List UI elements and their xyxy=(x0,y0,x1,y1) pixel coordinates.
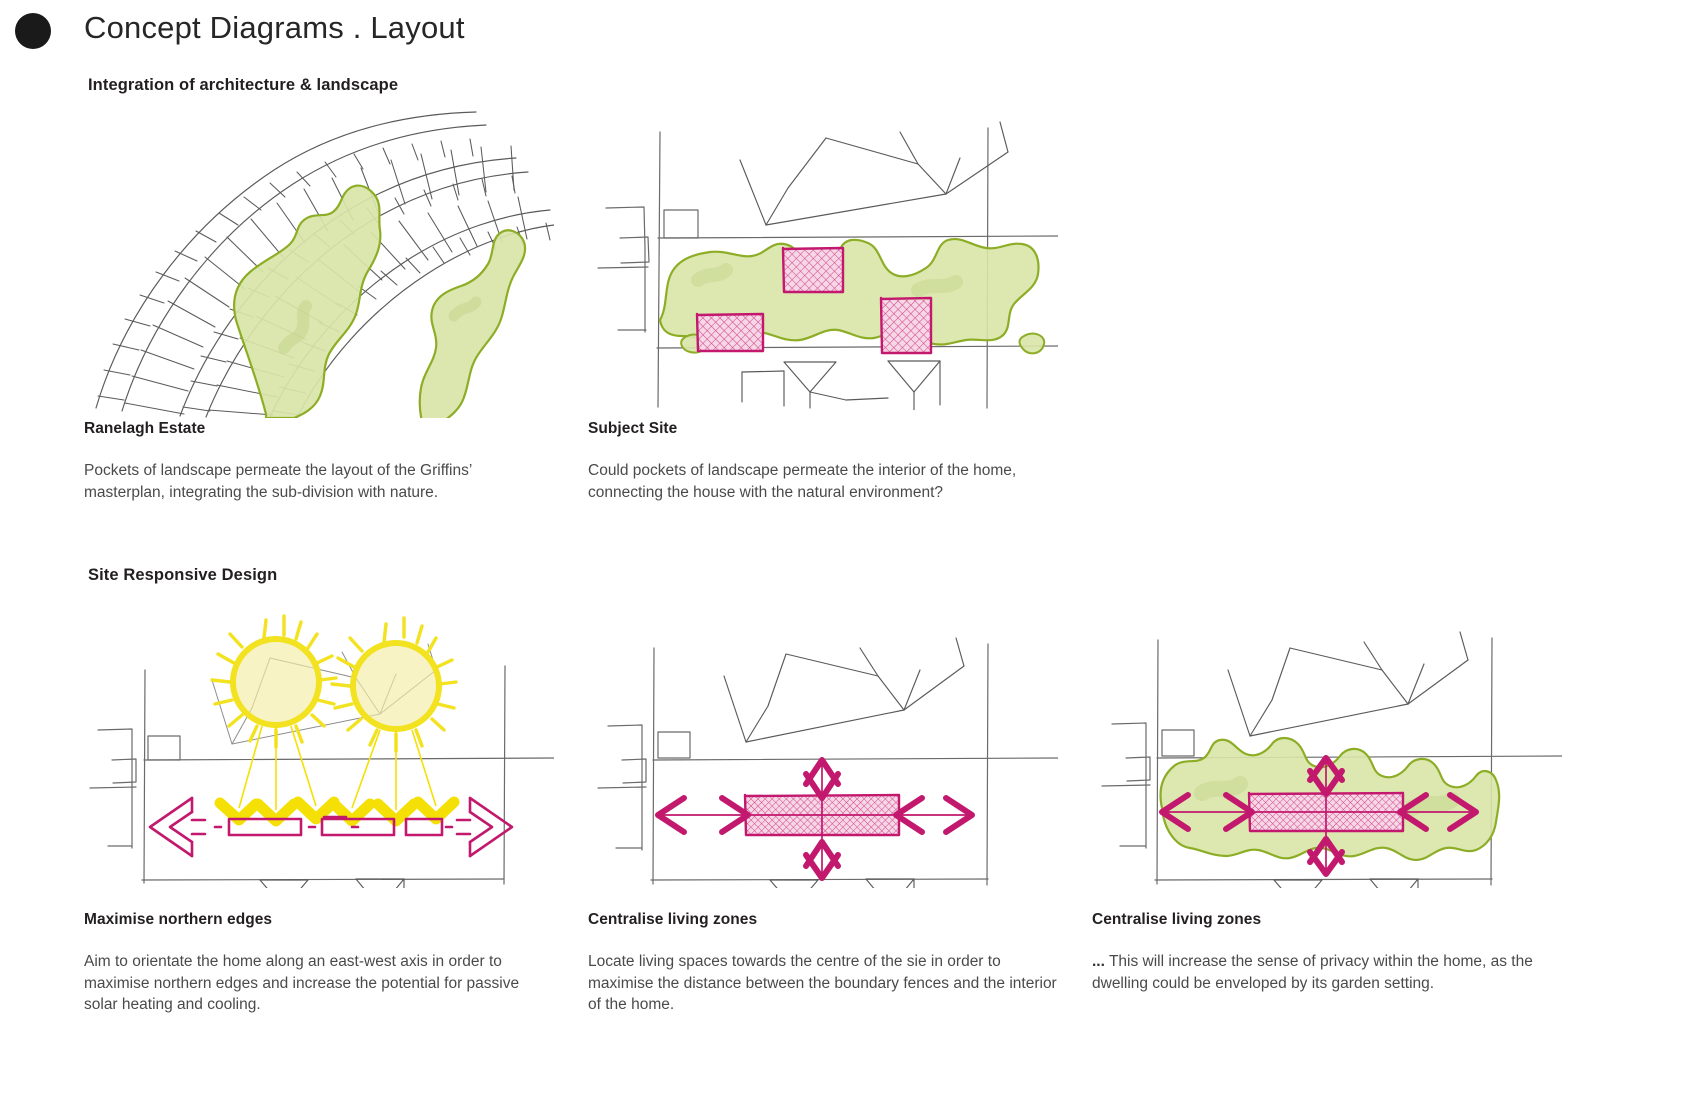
sun-icon-right xyxy=(330,616,458,753)
solar-arrows xyxy=(214,725,460,827)
landscape-pocket-large xyxy=(233,184,382,418)
section-heading-integration: Integration of architecture & landscape xyxy=(88,76,399,94)
caption-body-wrap: ... This will increase the sense of priv… xyxy=(1092,951,1562,994)
neighbour-roof-bottom xyxy=(741,360,941,410)
caption-ranelagh-estate: Ranelagh Estate Pockets of landscape per… xyxy=(84,420,554,503)
section-heading-site-responsive: Site Responsive Design xyxy=(88,566,278,584)
neighbour-roof-top xyxy=(1227,631,1469,737)
caption-title: Ranelagh Estate xyxy=(84,420,206,437)
caption-title: Centralise living zones xyxy=(1092,911,1262,928)
figure-maximise-northern-edges xyxy=(84,608,554,888)
landscape-pocket-small xyxy=(418,229,527,418)
caption-garden-setting: Centralise living zones ... This will in… xyxy=(1092,911,1562,994)
neighbour-roof-top xyxy=(723,637,965,743)
caption-title: Subject Site xyxy=(588,420,678,437)
neighbour-roof-bottom xyxy=(1273,878,1419,888)
caption-subject-site: Subject Site Could pockets of landscape … xyxy=(588,420,1058,503)
figure-ranelagh-estate xyxy=(84,108,554,418)
site-boundary-sketch xyxy=(89,665,554,885)
caption-body: Aim to orientate the home along an east-… xyxy=(84,953,520,1013)
figure-subject-site xyxy=(588,110,1058,410)
caption-body: Pockets of landscape permeate the layout… xyxy=(84,462,472,501)
sun-icon-left xyxy=(210,614,338,749)
caption-body: This will increase the sense of privacy … xyxy=(1092,953,1533,992)
neighbour-roof-top xyxy=(739,121,1009,226)
caption-title: Centralise living zones xyxy=(588,911,758,928)
page-header: Concept Diagrams . Layout xyxy=(0,0,1700,62)
caption-maximise-northern-edges: Maximise northern edges Aim to orientate… xyxy=(84,911,554,1016)
east-west-axis-arrow xyxy=(148,796,514,858)
figure-garden-setting xyxy=(1092,608,1562,888)
caption-body: Locate living spaces towards the centre … xyxy=(588,953,1057,1013)
setback-arrows xyxy=(655,757,975,881)
caption-body: Could pockets of landscape permeate the … xyxy=(588,462,1017,501)
caption-body-lead: ... xyxy=(1092,953,1105,970)
building-footprint-2 xyxy=(695,312,765,353)
building-footprint-3 xyxy=(879,296,933,355)
building-footprint-1 xyxy=(781,246,845,294)
setback-arrows xyxy=(1159,755,1479,877)
page-title: Concept Diagrams . Layout xyxy=(84,10,465,45)
site-boundary-sketch xyxy=(597,643,1058,886)
caption-title: Maximise northern edges xyxy=(84,911,273,928)
figure-centralise-living-zones xyxy=(588,608,1058,888)
neighbour-roof-bottom xyxy=(769,878,915,888)
site-boundary-sketch xyxy=(597,127,1058,409)
caption-centralise-living-zones: Centralise living zones Locate living sp… xyxy=(588,911,1058,1016)
neighbour-roof-bottom xyxy=(259,878,405,888)
filled-circle-icon xyxy=(15,13,51,49)
